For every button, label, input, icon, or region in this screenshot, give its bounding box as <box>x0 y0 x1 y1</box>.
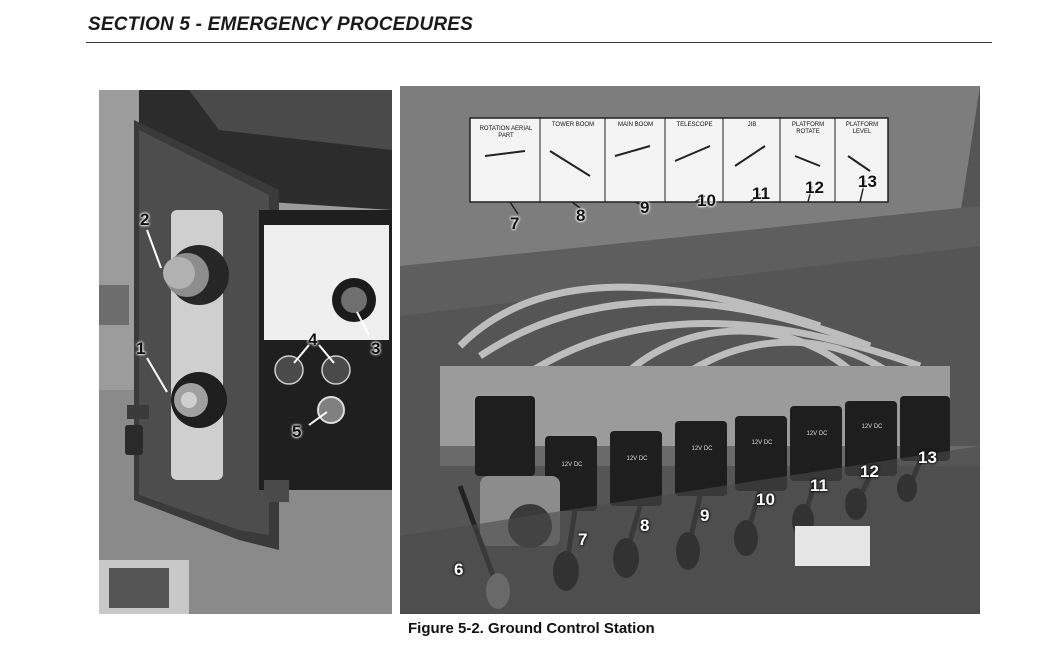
right-photo-illustration <box>400 86 980 614</box>
callout-10-decal: 10 <box>697 191 716 210</box>
callout-3: 3 <box>371 339 381 358</box>
decal-platform-level: PLATFORM LEVEL <box>845 122 879 135</box>
right-valve-bank-photo: ROTATION AERIAL PART TOWER BOOM MAIN BOO… <box>400 86 980 614</box>
callout-4: 4 <box>308 330 318 349</box>
callout-12-decal: 12 <box>805 178 824 197</box>
callout-5: 5 <box>292 422 302 441</box>
callout-13-lever: 13 <box>918 448 937 467</box>
decal-platform-rotate: PLATFORM ROTATE <box>791 122 825 135</box>
callout-12-lever: 12 <box>860 462 879 481</box>
callout-1: 1 <box>136 339 146 358</box>
solenoid-label-5: 12V DC <box>806 431 828 437</box>
left-photo-illustration <box>99 90 392 614</box>
solenoid-label-6: 12V DC <box>861 424 883 430</box>
solenoid-label-4: 12V DC <box>751 440 773 446</box>
left-ground-control-photo: 2 1 3 4 5 <box>99 90 392 614</box>
solenoid-label-2: 12V DC <box>626 456 648 462</box>
header-rule <box>86 42 992 43</box>
callout-7-decal: 7 <box>510 214 520 233</box>
callout-8-decal: 8 <box>576 206 586 225</box>
callout-11-decal: 11 <box>752 184 770 203</box>
solenoid-label-3: 12V DC <box>691 446 713 452</box>
decal-telescope: TELESCOPE <box>676 122 713 128</box>
callout-6-lever: 6 <box>454 560 464 579</box>
callout-7-lever: 7 <box>578 530 588 549</box>
figure-caption: Figure 5-2. Ground Control Station <box>408 620 655 637</box>
callout-8-lever: 8 <box>640 516 650 535</box>
callout-9-lever: 9 <box>700 506 710 525</box>
callout-13-decal: 13 <box>858 172 877 191</box>
decal-rotation-aerial-part: ROTATION AERIAL PART <box>479 126 533 139</box>
section-header: SECTION 5 - EMERGENCY PROCEDURES <box>88 14 474 35</box>
decal-tower-boom: TOWER BOOM <box>551 122 595 128</box>
decal-main-boom: MAIN BOOM <box>617 122 653 128</box>
callout-9-decal: 9 <box>640 198 650 217</box>
callout-2: 2 <box>140 210 150 229</box>
solenoid-label-1: 12V DC <box>561 462 583 468</box>
callout-11-lever: 11 <box>810 476 828 495</box>
callout-10-lever: 10 <box>756 490 775 509</box>
decal-jib: JIB <box>747 122 757 128</box>
